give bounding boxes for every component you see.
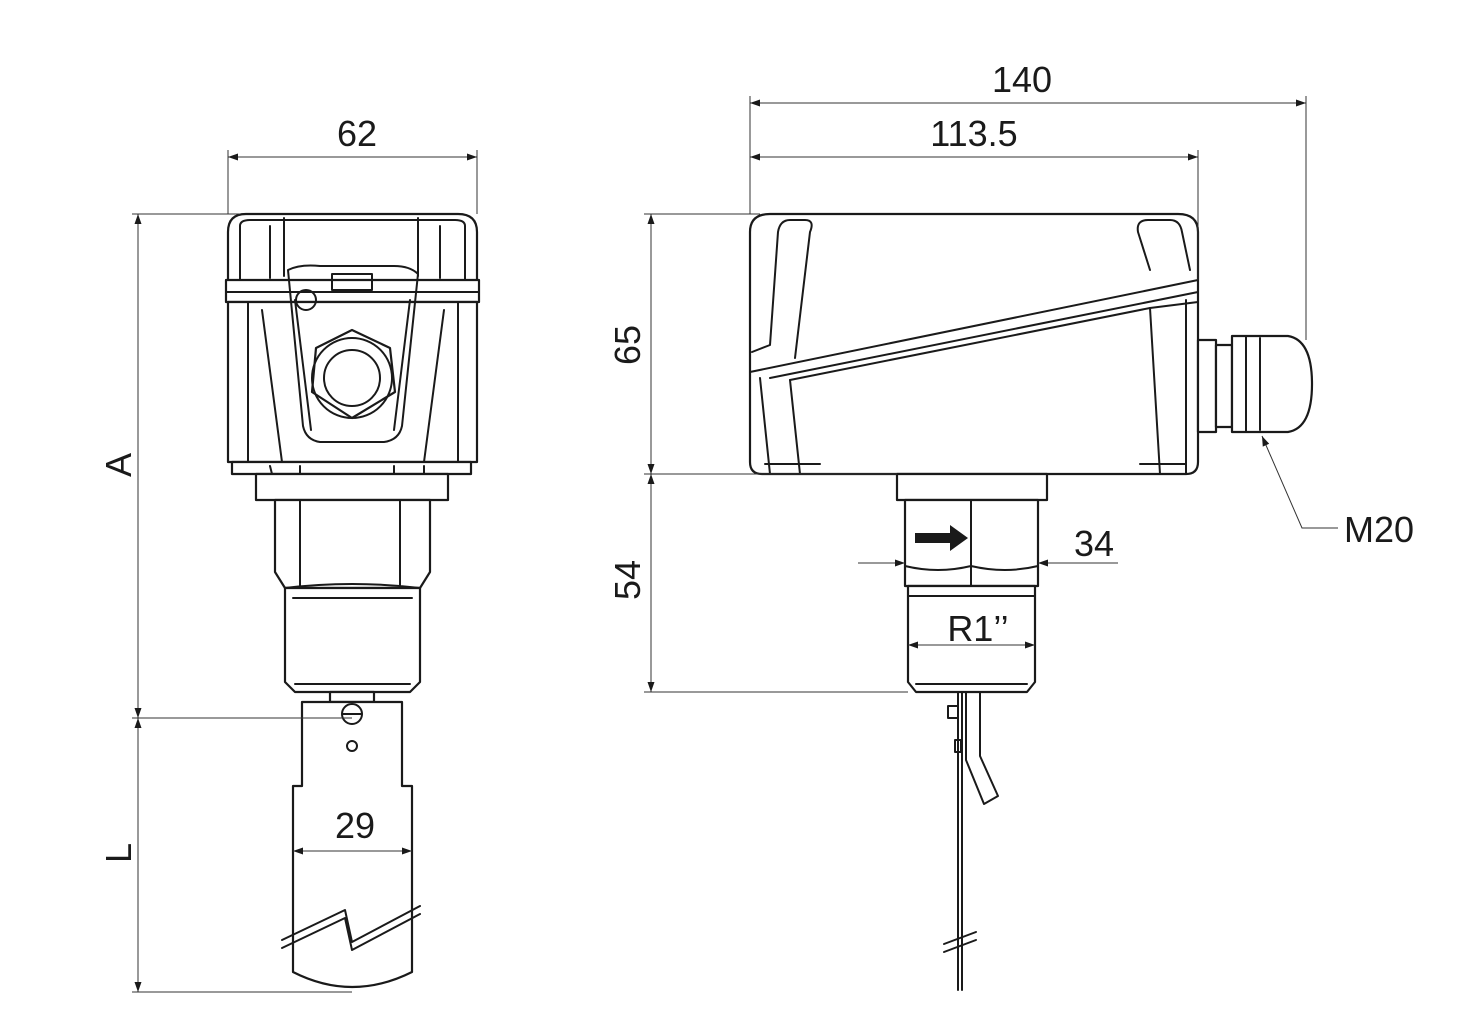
side-housing [748,212,1314,476]
gland-m20-label: M20 [1344,509,1414,550]
front-fitting [254,472,450,704]
front-view: 62 A L 29 [98,113,481,993]
hex-34-label: 34 [1074,523,1114,564]
paddle-29-label: 29 [335,805,375,846]
dimension-a-label: A [98,453,139,477]
side-paddle [943,691,999,991]
width-62-label: 62 [337,113,377,154]
front-housing [224,212,481,476]
side-view: 140 113.5 65 54 34 R1’’ M20 [607,59,1414,991]
thread-r1-label: R1’’ [947,608,1008,649]
height-65-label: 65 [607,325,648,365]
dimension-l-label: L [98,843,139,863]
flow-arrow [915,525,968,551]
width-140-label: 140 [992,59,1052,100]
height-54-label: 54 [607,560,648,600]
front-paddle [281,700,421,989]
width-113-5-label: 113.5 [930,113,1017,154]
front-dimensions: 62 A L 29 [98,113,478,993]
side-dimensions: 140 113.5 65 54 34 R1’’ M20 [607,59,1414,693]
side-fitting [895,472,1049,694]
